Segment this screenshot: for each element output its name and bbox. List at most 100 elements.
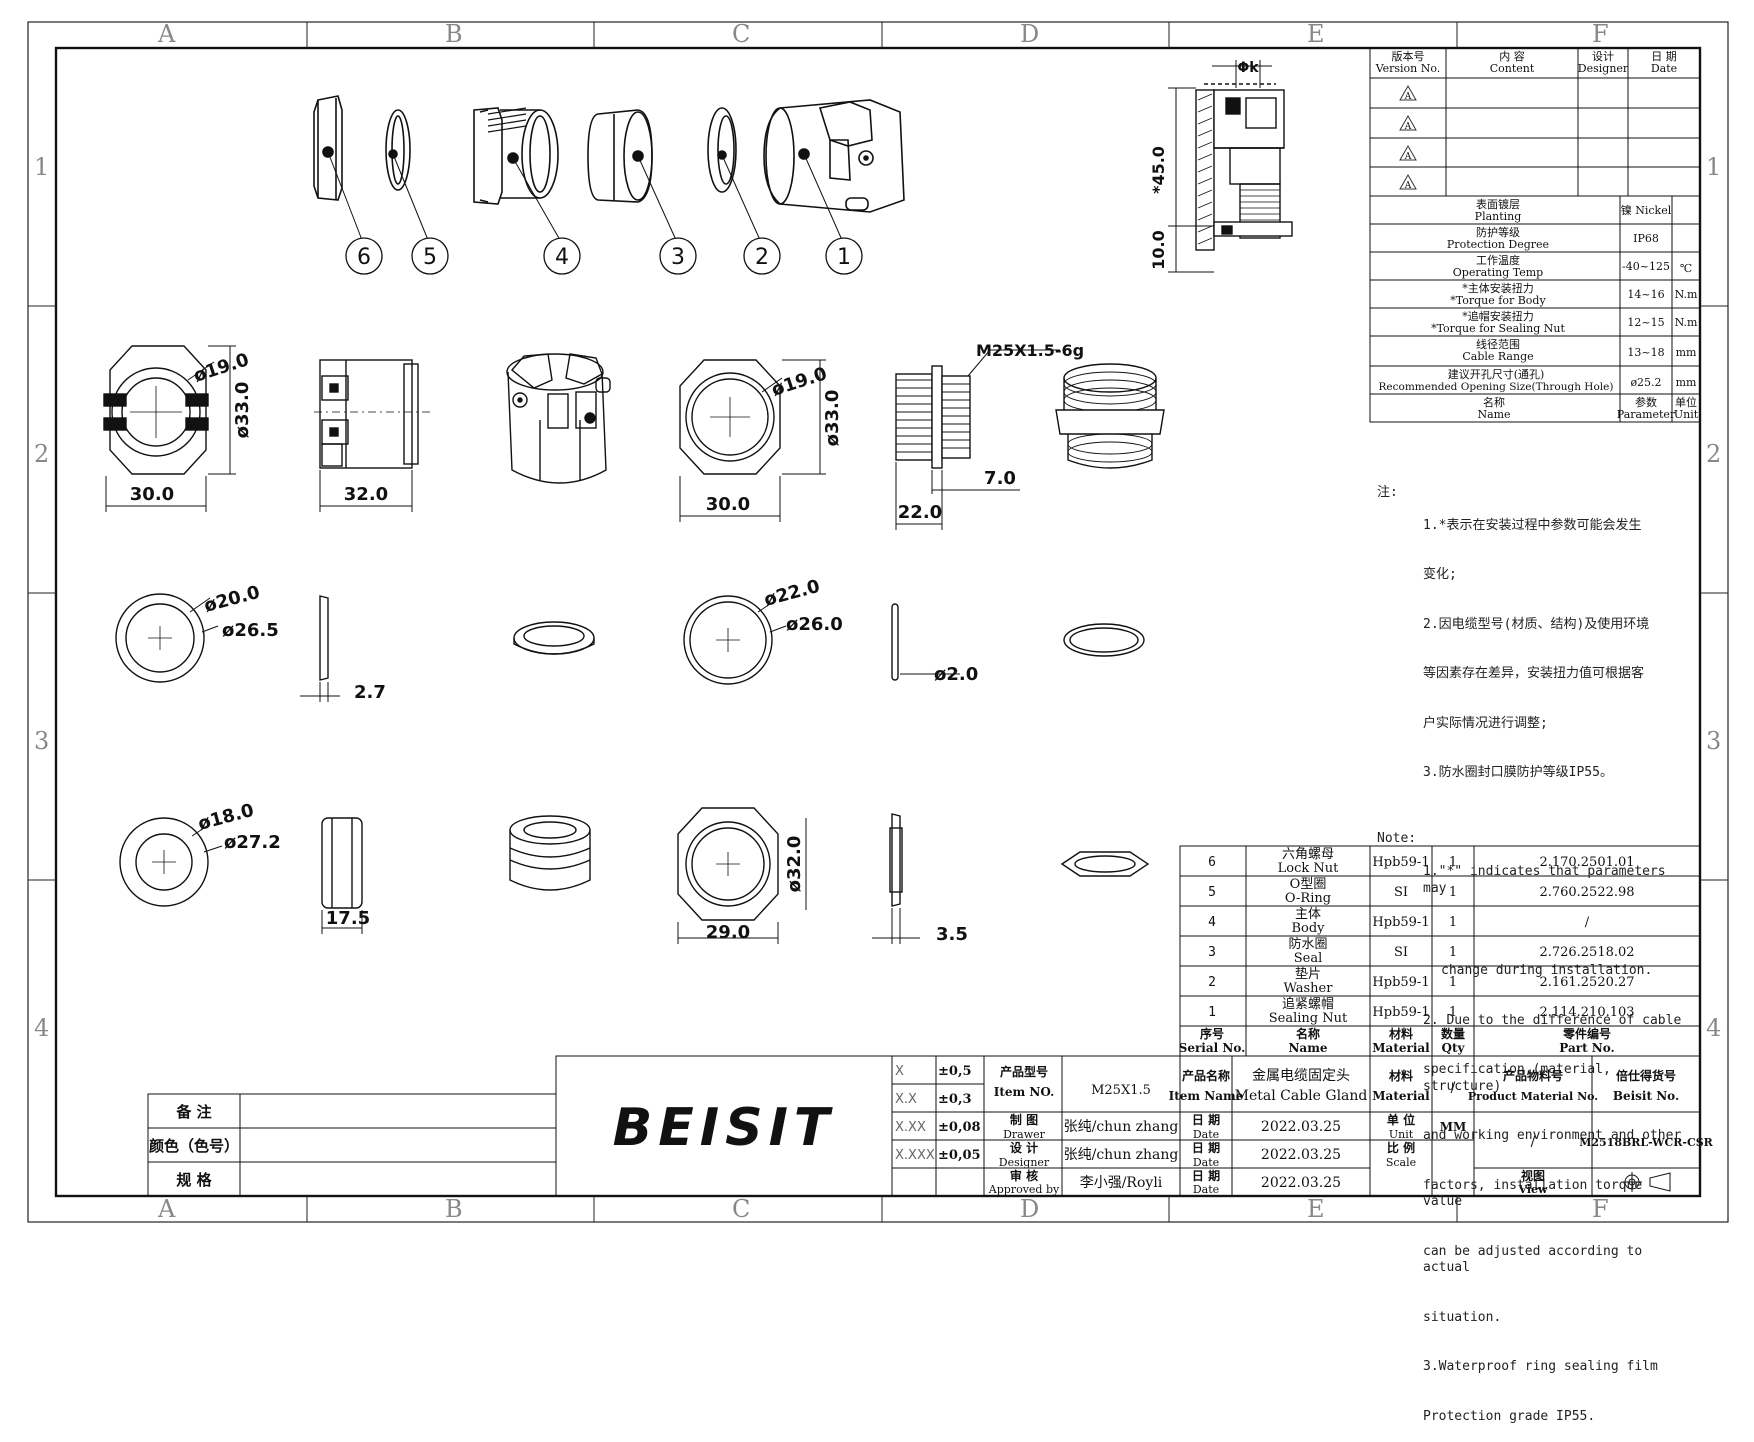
bom-4-serial: 4 [1208,915,1216,930]
item-name-value-cn: 金属电缆固定头 [1252,1068,1350,1084]
bom-1-qty: 1 [1449,1005,1457,1020]
drawer-en: Drawer [1003,1128,1046,1141]
washer-side-view [300,595,340,702]
bom-6-name-en: Lock Nut [1278,861,1339,876]
lock-nut-front-view [677,807,807,944]
assembly-section-view [1195,83,1293,251]
body-3d [1055,363,1165,469]
balloon-1: 1 [837,245,851,270]
bom-1-material: Hpb59-1 [1372,1005,1429,1020]
lock-nut-3d [1060,851,1150,877]
dim-d32: ø32.0 [784,836,805,893]
col-label-f-bottom: F [1592,1195,1609,1223]
note-cn-2: 变化; [1423,567,1457,582]
beisit-no-en: Beisit No. [1613,1089,1679,1103]
note-en-8: situation. [1423,1309,1502,1325]
param-torque-body-unit: N.m [1675,288,1698,301]
param-plating-en: Planting [1475,210,1522,223]
bom-4-name-en: Body [1291,921,1325,936]
o-ring-side-view [891,603,960,681]
param-plating-value: 镍 Nickel [1621,203,1672,217]
bom-2-material: Hpb59-1 [1372,975,1429,990]
seal-side-view [321,817,363,934]
dim-d33-b: ø33.0 [822,390,843,447]
param-torque-nut-unit: N.m [1675,316,1698,329]
view-en: View [1518,1183,1549,1196]
bom-6-name-cn: 六角螺母 [1282,847,1334,862]
bom-h-name-en: Name [1288,1041,1327,1055]
balloon-2: 2 [755,245,769,270]
row-label-4-right: 4 [1706,1014,1721,1042]
dim-d27-2: ø27.2 [224,832,281,853]
row-label-3-left: 3 [34,727,49,755]
param-protection-en: Protection Degree [1447,238,1549,251]
dim-d26-5: ø26.5 [222,620,279,641]
param-temp-value: -40~125 [1622,260,1670,273]
bom-h-mat-en: Material [1372,1041,1430,1055]
dim-d33-a: ø33.0 [232,382,253,439]
view-cn: 视图 [1521,1168,1545,1183]
unit-value: MM [1440,1120,1467,1134]
rev-h-designer-en: Designer [1578,62,1629,75]
bom-6-material: Hpb59-1 [1372,855,1429,870]
remarks-labels: 备 注 颜色（色号） 规 格 [149,1103,239,1189]
zone-labels: A B C D E F A B C D E F 1 2 3 4 1 2 3 4 [34,20,1721,1223]
projection-symbol-icon [1622,1172,1671,1192]
balloon-leaders [327,151,843,241]
bom-table-grid [1179,845,1701,1057]
tol-fmt-1: X [895,1064,904,1079]
revision-marks: A A A A [1404,92,1412,191]
date3-value: 2022.03.25 [1261,1175,1341,1191]
approved-cn: 审 核 [1010,1168,1038,1183]
tol-fmt-4: X.XXX [895,1148,935,1163]
remarks-note: 备 注 [175,1103,211,1121]
date1-en: Date [1193,1128,1219,1141]
tol-val-4: ±0,05 [938,1148,981,1163]
lock-nut-end-view [679,359,781,475]
beisit-no-value: M2518BRL-WCR-CSR [1579,1136,1713,1149]
note-cn-6: 3.防水圈封口膜防护等级IP55。 [1423,765,1613,780]
row-label-3-right: 3 [1706,727,1721,755]
bom-5-name-en: O-Ring [1285,891,1331,906]
o-ring-3d [1063,623,1145,657]
product-material-cn: 产品物料号 [1503,1068,1563,1083]
dim-d19-a: ø19.0 [191,349,251,387]
bom-1-name-cn: 追紧螺帽 [1282,996,1334,1012]
dims-row2-d [895,349,1060,530]
notes-block: 注: 1.*表示在安装过程中参数可能会发生 变化; 2.因电缆型号(材质、结构)… [1377,468,1685,1442]
remarks-color: 颜色（色号） [149,1137,239,1155]
bom-1-serial: 1 [1208,1005,1216,1020]
col-label-c-bottom: C [732,1195,750,1223]
bom-6-serial: 6 [1208,855,1216,870]
dim-2-7: 2.7 [354,682,386,703]
param-torque-body-cn: *主体安装扭力 [1462,281,1534,295]
bom-3-qty: 1 [1449,945,1457,960]
dim-32: 32.0 [344,484,388,505]
bom-2-name-cn: 垫片 [1295,966,1321,982]
bom-h-part-en: Part No. [1559,1041,1614,1055]
dim-phi-k: Φk [1237,60,1259,76]
bom-5-part: 2.760.2522.98 [1539,885,1634,900]
exploded-view [313,95,905,213]
bom-2-part: 2.161.2520.27 [1539,975,1634,990]
dim-height-45: *45.0 [1149,146,1168,194]
dim-d2: ø2.0 [934,664,978,685]
dims-row2-a [105,345,236,512]
rev-mark-2: A [1404,122,1412,132]
tol-fmt-2: X.X [895,1092,917,1107]
part3-seal [587,109,653,203]
bom-4-name-cn: 主体 [1295,907,1321,922]
dim-30-a: 30.0 [130,484,174,505]
bom-3-serial: 3 [1208,945,1216,960]
balloon-3: 3 [671,245,685,270]
unit-en: Unit [1389,1128,1414,1141]
rev-h-content-cn: 内 容 [1499,49,1525,63]
row-label-1-right: 1 [1706,153,1721,181]
dim-d18: ø18.0 [196,800,256,835]
bom-1-name-en: Sealing Nut [1269,1011,1348,1026]
part2-washer [707,107,737,193]
col-label-d-bottom: D [1020,1195,1039,1223]
revision-triangles [1399,84,1417,190]
dim-d26: ø26.0 [786,614,843,635]
date2-value: 2022.03.25 [1261,1147,1341,1163]
